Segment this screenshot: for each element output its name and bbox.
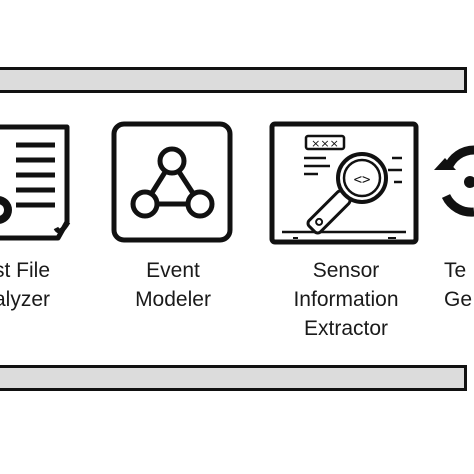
sensor-screen-text: ××× <box>311 137 339 150</box>
document-icon <box>0 124 71 241</box>
triangle-graph-icon <box>111 121 233 243</box>
event-modeler-label: Event Modeler <box>135 259 211 311</box>
magnifier-code-icon: ××× <> <box>269 121 419 245</box>
sensor-extractor-label: Sensor Information Extractor <box>293 259 399 340</box>
template-label: Te Ge <box>444 259 473 311</box>
circular-arrows-icon <box>434 145 474 217</box>
file-analyzer-label: st File alyzer <box>0 259 51 311</box>
code-glyph: <> <box>354 172 371 188</box>
top-bar <box>0 67 467 93</box>
bottom-bar <box>0 365 467 391</box>
